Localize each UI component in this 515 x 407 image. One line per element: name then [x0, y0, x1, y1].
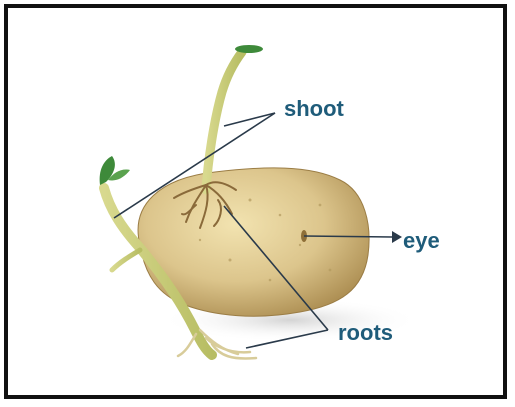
shoot-label: shoot: [284, 98, 344, 120]
side-sprout-leaf: [100, 156, 115, 185]
shoot-tip-leaf: [235, 45, 263, 53]
roots-label: roots: [338, 322, 393, 344]
eye-arrowhead: [392, 231, 402, 243]
eye-label: eye: [403, 230, 440, 252]
eye-leader: [304, 236, 392, 237]
side-sprout-branch: [112, 250, 140, 270]
shoot-leader-upper: [224, 113, 275, 126]
